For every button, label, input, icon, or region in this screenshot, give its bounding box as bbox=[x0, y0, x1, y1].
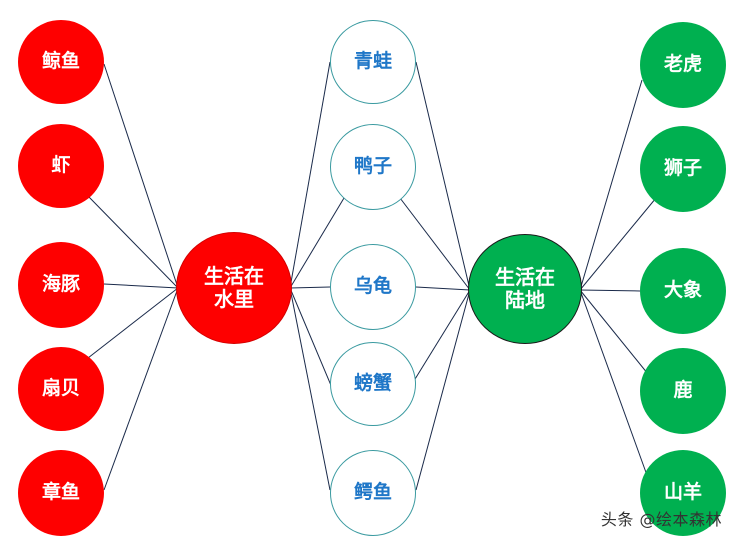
both-animal-duck: 鸭子 bbox=[330, 124, 416, 210]
connector-line-11 bbox=[399, 197, 471, 291]
water-animal-shrimp: 虾 bbox=[18, 124, 104, 208]
connector-line-14 bbox=[415, 289, 471, 491]
hub-water: 生活在 水里 bbox=[176, 232, 292, 344]
land-animal-goat: 山羊 bbox=[640, 450, 726, 536]
connector-line-10 bbox=[415, 61, 471, 291]
connector-line-19 bbox=[579, 289, 649, 479]
hub-land: 生活在 陆地 bbox=[468, 234, 582, 344]
connector-line-7 bbox=[289, 286, 331, 289]
water-animal-dolphin: 海豚 bbox=[18, 242, 104, 328]
land-animal-lion: 狮子 bbox=[640, 126, 726, 212]
connector-line-1 bbox=[87, 195, 179, 289]
both-animal-crocodile: 鳄鱼 bbox=[330, 450, 416, 536]
connector-line-18 bbox=[579, 289, 649, 375]
land-animal-tiger: 老虎 bbox=[640, 22, 726, 108]
connector-line-6 bbox=[289, 197, 345, 289]
land-animal-deer: 鹿 bbox=[640, 348, 726, 434]
connector-line-3 bbox=[87, 287, 179, 359]
both-animal-frog: 青蛙 bbox=[330, 20, 416, 104]
connector-line-2 bbox=[103, 283, 179, 289]
watermark: 头条 @绘本森林 bbox=[600, 510, 722, 529]
connector-line-13 bbox=[411, 289, 471, 385]
connector-line-5 bbox=[289, 61, 331, 289]
both-animal-crab: 螃蟹 bbox=[330, 342, 416, 426]
connector-line-16 bbox=[579, 197, 657, 291]
water-animal-octopus: 章鱼 bbox=[18, 450, 104, 536]
land-animal-elephant: 大象 bbox=[640, 248, 726, 334]
connector-line-9 bbox=[289, 287, 331, 491]
connector-line-12 bbox=[415, 286, 471, 291]
connector-line-17 bbox=[579, 289, 641, 292]
both-animal-turtle: 乌龟 bbox=[330, 244, 416, 330]
water-animal-scallop: 扇贝 bbox=[18, 347, 104, 431]
connector-line-15 bbox=[579, 79, 643, 291]
connector-line-4 bbox=[103, 287, 179, 491]
water-animal-whale: 鲸鱼 bbox=[18, 20, 104, 104]
connector-line-0 bbox=[103, 63, 179, 289]
